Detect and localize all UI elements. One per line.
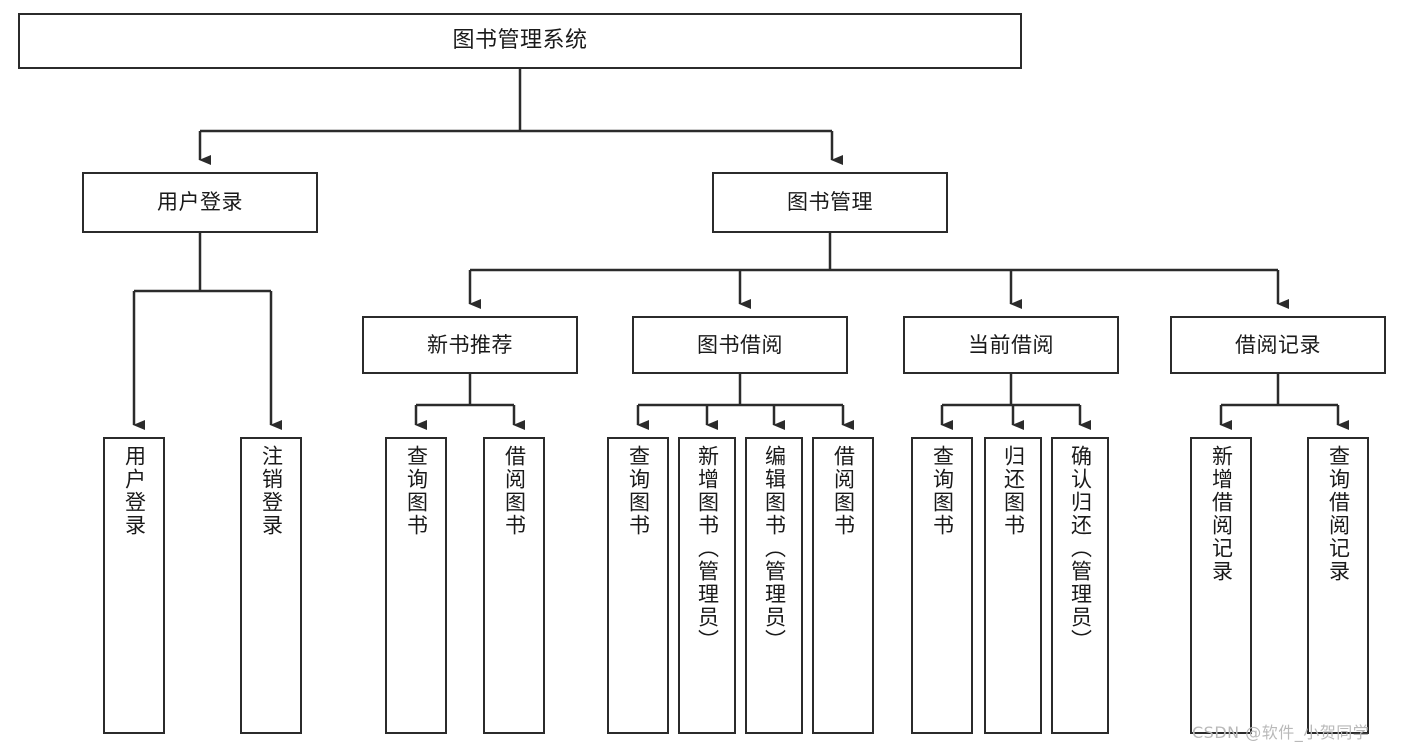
node-label: 注销登录 [259,445,284,537]
node-leaf-borrow-book-recommend[interactable]: 借阅图书 [483,437,545,734]
node-leaf-query-borrow-record[interactable]: 查询借阅记录 [1307,437,1369,734]
node-leaf-confirm-return-admin[interactable]: 确认归还（管理员） [1051,437,1109,734]
node-leaf-query-book-borrow[interactable]: 查询图书 [607,437,669,734]
node-label: 图书借阅 [697,332,783,357]
node-leaf-add-book-admin[interactable]: 新增图书（管理员） [678,437,736,734]
node-leaf-borrow-book[interactable]: 借阅图书 [812,437,874,734]
node-label: 新增图书（管理员） [695,445,720,652]
node-leaf-return-book[interactable]: 归还图书 [984,437,1042,734]
node-label: 图书管理 [787,190,873,215]
node-leaf-user-login[interactable]: 用户登录 [103,437,165,734]
node-label: 归还图书 [1001,445,1026,537]
node-level3-new-book-recommend[interactable]: 新书推荐 [362,316,578,374]
node-leaf-query-book-current[interactable]: 查询图书 [911,437,973,734]
node-label: 用户登录 [157,190,243,215]
node-leaf-edit-book-admin[interactable]: 编辑图书（管理员） [745,437,803,734]
node-level2-user-login[interactable]: 用户登录 [82,172,318,233]
node-root[interactable]: 图书管理系统 [18,13,1022,69]
node-label: 查询图书 [626,445,651,537]
node-leaf-query-book-recommend[interactable]: 查询图书 [385,437,447,734]
node-label: 借阅图书 [831,445,856,537]
node-label: 用户登录 [122,445,147,537]
csdn-watermark: CSDN @软件_小贺同学 [1192,723,1370,742]
node-label: 查询借阅记录 [1326,445,1351,583]
node-label: 确认归还（管理员） [1068,445,1093,652]
node-label: 当前借阅 [968,332,1054,357]
node-leaf-logout[interactable]: 注销登录 [240,437,302,734]
node-label: 新书推荐 [427,332,513,357]
node-level3-book-borrow[interactable]: 图书借阅 [632,316,848,374]
node-level3-borrow-record[interactable]: 借阅记录 [1170,316,1386,374]
node-label: 新增借阅记录 [1209,445,1234,583]
node-label: 借阅图书 [502,445,527,537]
node-label: 查询图书 [404,445,429,537]
node-level3-current-borrow[interactable]: 当前借阅 [903,316,1119,374]
node-label: 编辑图书（管理员） [762,445,787,652]
node-leaf-add-borrow-record[interactable]: 新增借阅记录 [1190,437,1252,734]
node-level2-book-management[interactable]: 图书管理 [712,172,948,233]
node-label: 查询图书 [930,445,955,537]
node-label: 借阅记录 [1235,332,1321,357]
node-label: 图书管理系统 [452,28,588,54]
